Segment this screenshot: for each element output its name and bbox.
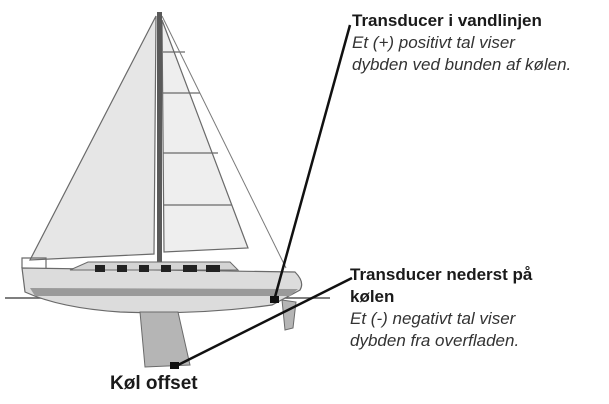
waterline-transducer-marker [270,296,279,303]
keel-transducer-heading-line2: kølen [350,287,395,306]
waterline-transducer-desc-line1: Et (+) positivt tal viser [352,33,515,52]
rudder [281,299,297,331]
keel-transducer-desc-line2: dybden fra overfladen. [350,331,520,350]
jib-sail [28,15,157,261]
backstay [161,15,287,269]
keel [139,311,191,368]
keel-transducer-desc-line1: Et (-) negativt tal viser [350,309,516,328]
keel-transducer-heading-line1: Transducer nederst på [350,265,533,284]
mainsail-battens [163,51,232,206]
mast [157,12,162,268]
bow-pulpit [21,257,47,268]
cabin-portholes [95,265,220,272]
waterline-leader-line [273,24,352,298]
main-sail [161,19,249,253]
hull-stripe [30,288,298,296]
keel-offset-caption: Køl offset [110,373,198,394]
waterline-transducer-callout: Transducer i vandlinjen Et (+) positivt … [352,10,571,76]
waterline-transducer-heading: Transducer i vandlinjen [352,11,542,30]
keel-leader-line [177,276,353,367]
waterline-transducer-desc-line2: dybden ved bunden af kølen. [352,55,572,74]
keel-transducer-marker [170,362,179,369]
keel-transducer-callout: Transducer nederst på kølen Et (-) negat… [350,264,532,352]
